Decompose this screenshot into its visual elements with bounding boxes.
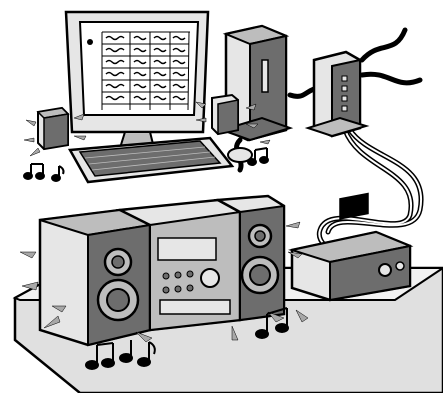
desktop-speaker-right bbox=[212, 95, 238, 134]
network-audio-player bbox=[292, 193, 410, 300]
bookshelf-speaker-left bbox=[40, 210, 150, 345]
keyboard bbox=[70, 138, 232, 182]
power-led-icon bbox=[87, 39, 93, 45]
computer-monitor bbox=[66, 12, 208, 156]
wireless-router bbox=[308, 52, 366, 136]
volume-knob-icon bbox=[201, 269, 219, 287]
desktop-speaker-left bbox=[38, 108, 68, 149]
